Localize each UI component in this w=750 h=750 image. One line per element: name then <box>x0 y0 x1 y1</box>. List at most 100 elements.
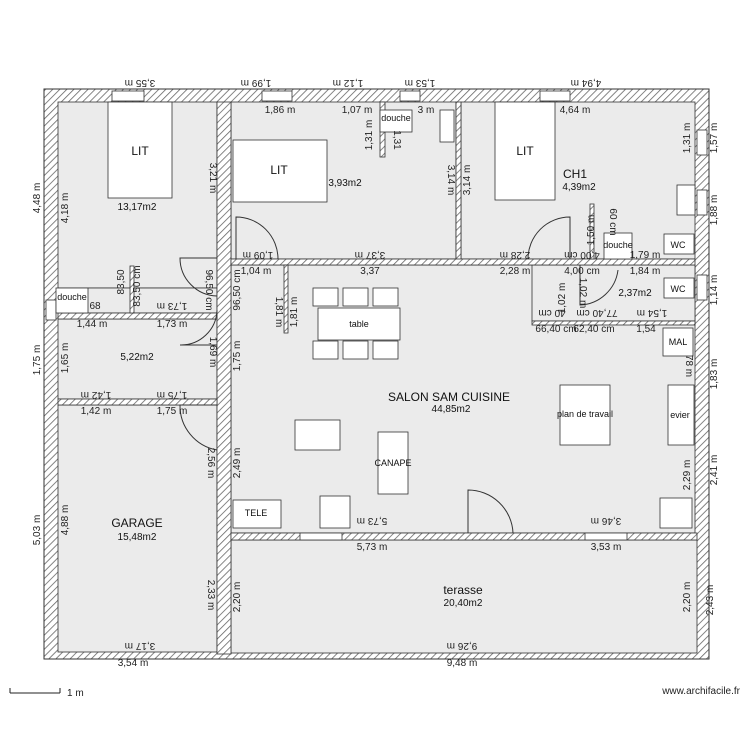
window-right2 <box>696 189 708 216</box>
dim-104: 1,04 m <box>241 266 272 277</box>
dim-228b: 2,28 m <box>500 266 531 277</box>
window-left1 <box>45 299 57 321</box>
window-top1 <box>111 90 145 102</box>
area-ch1: 4,39m2 <box>562 182 596 193</box>
sink-bedroom2 <box>439 109 455 143</box>
dim-left-in-1: 4,18 m <box>60 193 71 224</box>
floor-garage <box>57 404 218 653</box>
dim-78: 78 m <box>683 355 694 377</box>
dim-175c: 1,75 m <box>157 406 188 417</box>
dim-bottom-in-2: 9,26 m <box>447 640 478 651</box>
label-terrace: terasse <box>443 583 483 597</box>
dim-left-2: 1,75 m <box>32 345 43 376</box>
armchair <box>294 419 341 451</box>
dim-173b: 1,73 m <box>157 319 188 330</box>
dim-top-3: 1,12 m <box>333 77 364 88</box>
dim-131b: 1,31 <box>391 130 402 150</box>
dim-249: 2,49 m <box>232 448 243 479</box>
dim-109: 1,09 m <box>243 249 274 260</box>
watermark-text: www.archifacile.fr <box>661 686 740 697</box>
dim-bottom-in-1: 3,17 m <box>125 640 156 651</box>
dim-68: 68 <box>89 301 101 312</box>
dim-top-in-3: 3 m <box>418 105 435 116</box>
wc-fixture2 <box>663 277 695 299</box>
dim-175a: 1,75 m <box>232 341 243 372</box>
dim-321: 3,21 m <box>207 163 218 194</box>
dim-184: 1,84 m <box>630 266 661 277</box>
windows <box>45 90 708 541</box>
dim-181b: 1,81 m <box>289 297 300 328</box>
dim-bottom-1: 3,54 m <box>118 658 149 669</box>
dim-top-2: 1,99 m <box>241 77 272 88</box>
room-labels: LIT 13,17m2 LIT 3,93m2 LIT CH1 4,39m2 2,… <box>111 144 652 609</box>
label-douche1: douche <box>57 292 87 302</box>
furniture-labels: douche douche douche WC WC MAL table CAN… <box>57 113 690 518</box>
label-table: table <box>349 319 369 329</box>
dim-right-in-4: 2,29 m <box>682 460 693 491</box>
dimension-labels-vertical: 4,48 m 1,75 m 5,03 m 4,18 m 1,65 m 4,88 … <box>32 120 720 616</box>
dim-right-in-3: 1,83 m <box>709 359 720 390</box>
dimension-labels-horizontal: 3,55 m 1,99 m 1,12 m 1,53 m 4,94 m 1,86 … <box>77 77 668 669</box>
label-garage: GARAGE <box>111 516 162 530</box>
chair-3 <box>372 287 399 307</box>
label-evier: evier <box>670 410 690 420</box>
dim-233: 2,33 m <box>205 580 216 611</box>
dim-bottom-2: 9,48 m <box>447 658 478 669</box>
dim-right-3: 2,41 m <box>709 455 720 486</box>
label-ch1-bed: LIT <box>516 144 534 158</box>
dim-169: 1,69 m <box>207 337 218 368</box>
chair-2 <box>342 287 369 307</box>
dim-573b: 5,73 m <box>357 542 388 553</box>
dim-314b: 3,14 m <box>462 165 473 196</box>
bed-bedroom1 <box>107 101 173 199</box>
wc-fixture1 <box>663 233 695 255</box>
floor-hall <box>57 318 218 400</box>
label-mal: MAL <box>669 337 688 347</box>
dim-150: 1,50 m <box>586 215 597 246</box>
label-wc2: WC <box>671 284 686 294</box>
window-right3 <box>696 274 708 301</box>
dim-256: 2,56 m <box>205 448 216 479</box>
dim-400a: 4,00 cm <box>564 249 600 260</box>
door-ch1 <box>527 216 571 260</box>
dim-102a: 1,02 m <box>557 283 568 314</box>
evier-box <box>667 384 695 446</box>
cabinet-right <box>659 497 693 529</box>
wall-v-main <box>216 101 232 655</box>
bed-bedroom2 <box>232 139 328 203</box>
dining-table <box>317 307 401 341</box>
dim-right-in-2: 1,88 m <box>709 195 720 226</box>
dim-right-1: 1,57 m <box>709 123 720 154</box>
area-garage: 15,48m2 <box>118 532 157 543</box>
dim-142b: 1,42 m <box>81 406 112 417</box>
label-tele: TELE <box>245 508 268 518</box>
chair-5 <box>342 340 369 360</box>
dim-337b: 3,37 <box>360 266 380 277</box>
dim-220: 2,20 m <box>232 582 243 613</box>
dim-left-1: 4,48 m <box>32 183 43 214</box>
area-bedroom2: 3,93m2 <box>328 178 362 189</box>
dim-175b: 1,75 m <box>157 389 188 400</box>
dim-154b: 1,54 <box>636 324 656 335</box>
dim-144: 1,44 m <box>77 319 108 330</box>
wall-h-terrace <box>230 532 698 541</box>
window-top3 <box>399 90 421 102</box>
dim-353: 3,53 m <box>591 542 622 553</box>
label-canape: CANAPE <box>374 458 411 468</box>
door-hall <box>179 309 218 346</box>
mal-box <box>662 327 694 357</box>
wall-h-shower <box>57 312 218 320</box>
label-douche2: douche <box>381 113 411 123</box>
dim-573a: 5,73 m <box>357 515 388 526</box>
door-garage <box>179 404 218 451</box>
dim-right-in-5: 2,20 m <box>682 582 693 613</box>
dim-6240: 62,40 cm <box>573 324 614 335</box>
dim-142a: 1,42 m <box>81 389 112 400</box>
dim-154a: 1,54 m <box>637 307 668 318</box>
door-bedroom1 <box>179 257 218 297</box>
label-wc1: WC <box>671 240 686 250</box>
dim-173a: 1,73 m <box>157 300 188 311</box>
door-bedroom2 <box>235 216 279 260</box>
dim-top-4: 1,53 m <box>405 77 436 88</box>
window-top2 <box>261 90 293 102</box>
